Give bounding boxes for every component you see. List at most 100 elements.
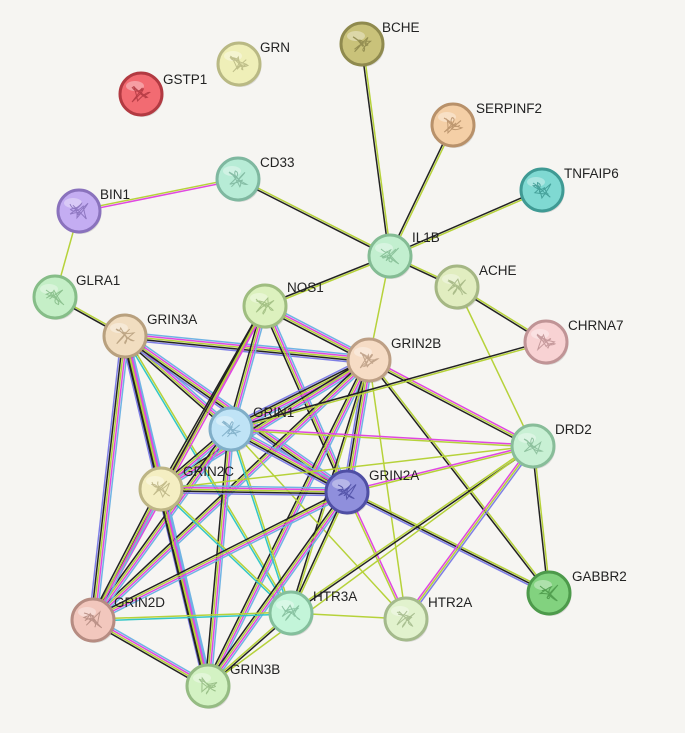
node-gstp1[interactable]: GSTP1 bbox=[118, 71, 207, 117]
node-label-grin3b: GRIN3B bbox=[230, 662, 280, 677]
node-label-il1b: IL1B bbox=[412, 230, 440, 245]
node-label-grin3a: GRIN3A bbox=[147, 312, 197, 327]
node-highlight bbox=[250, 293, 268, 303]
edge-line-hom bbox=[228, 355, 368, 427]
edge-line-tm bbox=[362, 43, 392, 256]
edge-grin2c-grin2d[interactable] bbox=[89, 487, 165, 622]
node-bin1[interactable]: BIN1 bbox=[56, 187, 130, 234]
edge-line-coex bbox=[122, 337, 230, 432]
edge-line-coex bbox=[388, 124, 453, 256]
node-label-grin2a: GRIN2A bbox=[369, 468, 419, 483]
protein-structure-icon bbox=[281, 604, 301, 622]
node-grin1[interactable]: GRIN1 bbox=[208, 405, 294, 452]
edge-tnfaip6-il1b[interactable] bbox=[389, 188, 543, 258]
edge-line-tm bbox=[456, 286, 534, 447]
edge-line-tm bbox=[206, 491, 347, 686]
edge-line-coex bbox=[360, 44, 390, 257]
edge-line-tm bbox=[160, 358, 369, 489]
edge-grin2a-grin3b[interactable] bbox=[205, 489, 350, 689]
node-gabbr2[interactable]: GABBR2 bbox=[526, 569, 627, 616]
edge-line-tm bbox=[347, 489, 551, 592]
node-grin2c[interactable]: GRIN2C bbox=[138, 464, 234, 512]
edge-grin2a-grin2d[interactable] bbox=[91, 488, 349, 624]
edge-grin2c-grin3b[interactable] bbox=[157, 488, 212, 687]
protein-structure-icon bbox=[131, 86, 151, 103]
edge-grin2b-drd2[interactable] bbox=[367, 357, 535, 449]
edge-line-tm bbox=[207, 445, 534, 687]
edge-line-coex bbox=[367, 360, 549, 595]
node-grin2a[interactable]: GRIN2A bbox=[324, 468, 419, 515]
edge-grin2b-htr2a[interactable] bbox=[368, 359, 407, 620]
edge-line-tm bbox=[533, 445, 551, 593]
node-grin2b[interactable]: GRIN2B bbox=[346, 336, 441, 383]
edge-cd33-il1b[interactable] bbox=[237, 177, 391, 258]
node-cd33[interactable]: CD33 bbox=[215, 155, 295, 202]
node-serpinf2[interactable]: SERPINF2 bbox=[430, 101, 542, 148]
edge-line-coex bbox=[89, 487, 160, 620]
node-ache[interactable]: ACHE bbox=[434, 263, 517, 310]
node-grin3a[interactable]: GRIN3A bbox=[102, 312, 197, 359]
edge-grin2a-gabbr2[interactable] bbox=[345, 489, 551, 596]
edge-grin2a-drd2[interactable] bbox=[346, 444, 534, 494]
edge-grin1-htr2a[interactable] bbox=[230, 428, 407, 620]
edge-line-exp bbox=[161, 486, 348, 491]
edge-line-tm bbox=[92, 335, 126, 621]
node-highlight bbox=[276, 600, 294, 610]
protein-structure-icon bbox=[337, 483, 357, 501]
protein-structure-icon bbox=[536, 333, 557, 352]
node-grn[interactable]: GRN bbox=[216, 40, 290, 87]
edge-grin2d-htr3a[interactable] bbox=[92, 611, 292, 622]
edge-drd2-grin3b[interactable] bbox=[207, 445, 534, 687]
edge-grin1-drd2[interactable] bbox=[230, 427, 534, 448]
edge-line-coex bbox=[160, 490, 347, 495]
node-highlight bbox=[332, 479, 350, 489]
edge-line-nb bbox=[93, 613, 292, 622]
edge-line-tm bbox=[91, 488, 161, 620]
edge-line-tm bbox=[161, 487, 293, 613]
node-label-htr2a: HTR2A bbox=[428, 595, 472, 610]
node-nos1[interactable]: NOS1 bbox=[242, 280, 324, 329]
edge-bche-il1b[interactable] bbox=[360, 43, 392, 257]
edge-line-hom bbox=[160, 492, 347, 497]
node-highlight bbox=[223, 166, 241, 176]
node-drd2[interactable]: DRD2 bbox=[510, 422, 592, 469]
edge-htr2a-drd2[interactable] bbox=[403, 444, 536, 621]
node-htr2a[interactable]: HTR2A bbox=[383, 595, 472, 642]
protein-structure-icon bbox=[352, 36, 372, 53]
edge-grin2c-drd2[interactable] bbox=[160, 445, 534, 490]
node-highlight bbox=[375, 243, 393, 253]
edge-line-tm bbox=[368, 359, 407, 620]
edge-grin3a-grin2d[interactable] bbox=[88, 335, 130, 621]
edge-line-db bbox=[125, 331, 370, 357]
node-grin2d[interactable]: GRIN2D bbox=[70, 595, 165, 643]
protein-structure-icon bbox=[44, 289, 65, 306]
node-il1b[interactable]: IL1B bbox=[367, 230, 440, 279]
node-tnfaip6[interactable]: TNFAIP6 bbox=[519, 166, 619, 213]
protein-structure-icon bbox=[221, 420, 242, 438]
node-chrna7[interactable]: CHRNA7 bbox=[523, 318, 624, 365]
node-grin3b[interactable]: GRIN3B bbox=[185, 662, 280, 709]
node-label-htr3a: HTR3A bbox=[313, 589, 357, 604]
node-htr3a[interactable]: HTR3A bbox=[268, 589, 357, 636]
edge-grin2b-gabbr2[interactable] bbox=[367, 358, 551, 595]
edge-line-coex bbox=[346, 491, 550, 594]
edge-ache-drd2[interactable] bbox=[456, 286, 534, 447]
edge-line-tm bbox=[390, 190, 543, 258]
edge-chrna7-grin1[interactable] bbox=[230, 340, 547, 431]
edge-grin3a-grin2b[interactable] bbox=[124, 331, 370, 365]
node-label-glra1: GLRA1 bbox=[76, 273, 120, 288]
edge-line-exp bbox=[94, 336, 128, 621]
node-bche[interactable]: BCHE bbox=[339, 20, 420, 67]
node-label-bin1: BIN1 bbox=[100, 187, 130, 202]
edge-line-coex bbox=[157, 489, 206, 687]
node-glra1[interactable]: GLRA1 bbox=[32, 273, 120, 320]
edge-line-tm bbox=[124, 335, 370, 361]
edge-serpinf2-il1b[interactable] bbox=[388, 124, 455, 257]
node-highlight bbox=[354, 347, 372, 357]
node-label-gstp1: GSTP1 bbox=[163, 72, 207, 87]
edge-bin1-cd33[interactable] bbox=[78, 177, 239, 213]
edge-line-db bbox=[163, 488, 212, 686]
node-label-grin2c: GRIN2C bbox=[183, 464, 234, 479]
edge-drd2-gabbr2[interactable] bbox=[531, 445, 551, 594]
